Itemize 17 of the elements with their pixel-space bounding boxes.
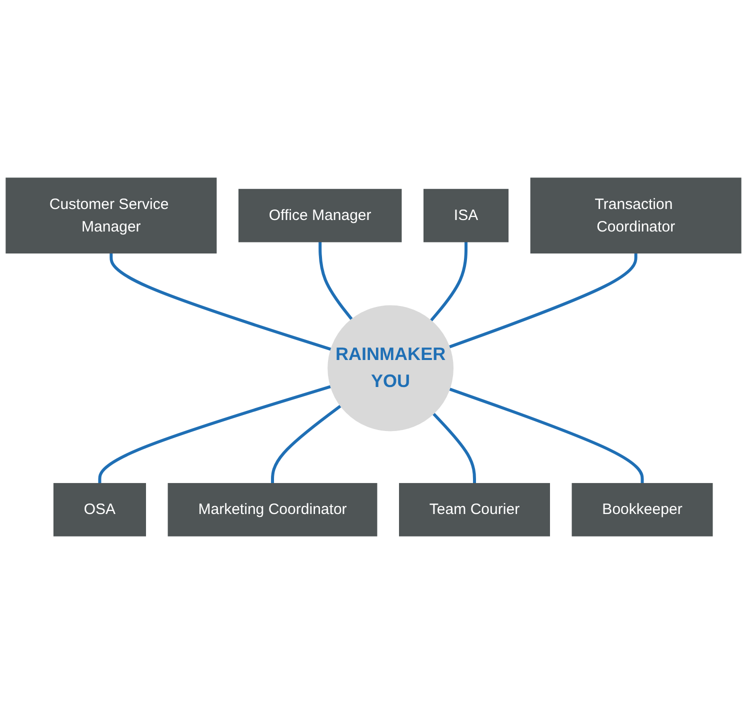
connector <box>110 252 332 350</box>
connector <box>449 387 644 483</box>
connector <box>271 404 342 483</box>
node-box: Transaction Coordinator <box>530 177 742 253</box>
connector <box>448 252 638 348</box>
connector <box>318 241 353 320</box>
connector <box>430 241 468 322</box>
node-box: Bookkeeper <box>572 482 713 536</box>
connector <box>98 384 332 483</box>
node-box: Marketing Coordinator <box>168 482 378 536</box>
node-box: Team Courier <box>399 482 550 536</box>
node-box: ISA <box>424 188 509 242</box>
node-box: Office Manager <box>238 188 402 242</box>
connector <box>432 412 476 483</box>
node-box: Customer Service Manager <box>6 177 217 253</box>
node-box: OSA <box>53 482 146 536</box>
node-circle: RAINMAKER YOU <box>328 304 454 431</box>
